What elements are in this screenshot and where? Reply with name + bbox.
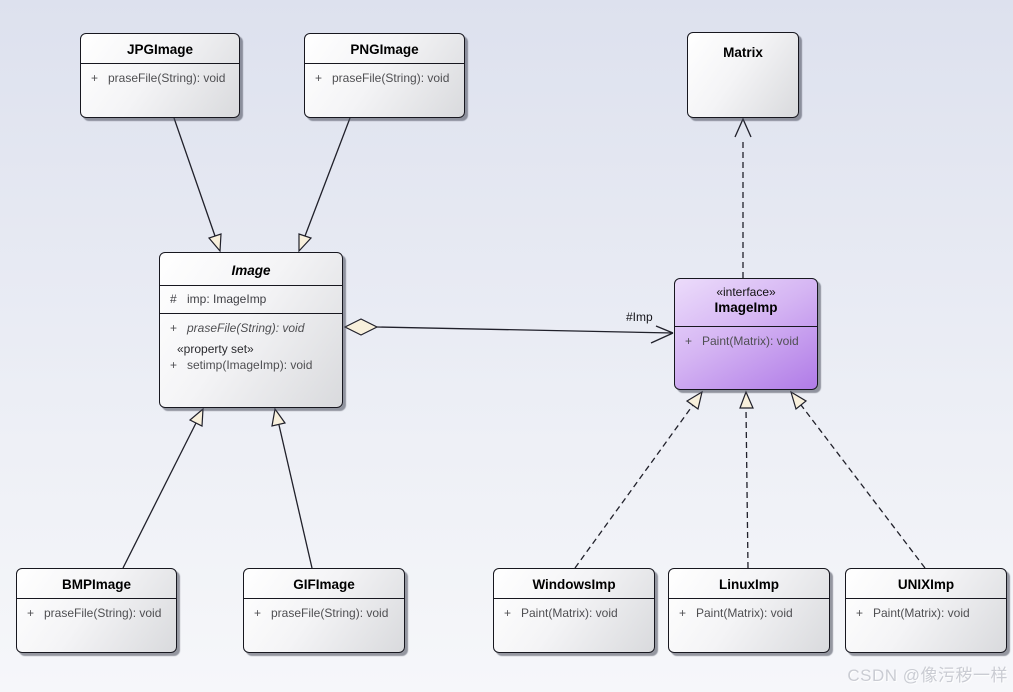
class-name: PNGImage [305, 34, 464, 64]
class-unixshimp: UNIXImp + Paint(Matrix): void [845, 568, 1007, 653]
aggregation-image-to-imageimp [343, 318, 674, 344]
operation: + Paint(Matrix): void [504, 606, 618, 620]
triangle-arrowhead [685, 390, 703, 411]
class-pngimage: PNGImage + praseFile(String): void [304, 33, 465, 118]
class-image: Image # imp: ImageImp + praseFile(String… [159, 252, 343, 408]
triangle-arrowhead [789, 390, 808, 411]
class-windowsimp: WindowsImp + Paint(Matrix): void [493, 568, 655, 653]
aggregation-role-label: #Imp [626, 310, 653, 324]
operation: + Paint(Matrix): void [679, 606, 793, 620]
operation: + Paint(Matrix): void [856, 606, 970, 620]
open-arrowhead [734, 117, 752, 138]
operation: + praseFile(String): void [315, 71, 450, 85]
class-name: WindowsImp [494, 569, 654, 599]
csdn-watermark: CSDN @像污秽一样 [847, 666, 1008, 685]
triangle-arrowhead [271, 407, 287, 427]
class-name: UNIXImp [846, 569, 1006, 599]
generalization-bmpimage-to-image [122, 407, 204, 569]
class-name: GIFImage [244, 569, 404, 599]
stereotype-label: «interface» [716, 285, 776, 299]
operation: + setimp(ImageImp): void [170, 358, 313, 372]
attribute-compartment: # imp: ImageImp [160, 286, 342, 314]
triangle-arrowhead [739, 390, 754, 409]
class-linuximp: LinuxImp + Paint(Matrix): void [668, 568, 830, 653]
class-jpgimage: JPGImage + praseFile(String): void [80, 33, 240, 118]
class-name: JPGImage [81, 34, 239, 64]
operation: + Paint(Matrix): void [685, 334, 799, 348]
class-name: Image [160, 253, 342, 286]
class-bmpimage: BMPImage + praseFile(String): void [16, 568, 177, 653]
class-name: LinuxImp [669, 569, 829, 599]
generalization-pngimage-to-image [298, 117, 351, 253]
open-arrowhead [655, 325, 674, 334]
interface-imageimp: «interface» ImageImp + Paint(Matrix): vo… [674, 278, 818, 390]
operation: + praseFile(String): void [254, 606, 389, 620]
class-name: BMPImage [17, 569, 176, 599]
class-name: «interface» ImageImp [675, 279, 817, 327]
triangle-arrowhead [298, 233, 313, 253]
generalization-jpgimage-to-image [173, 117, 222, 253]
operation: + praseFile(String): void [27, 606, 162, 620]
generalization-gifimage-to-image [271, 407, 313, 569]
realization-unixshimp-to-imageimp [789, 390, 926, 569]
operation: + praseFile(String): void [91, 71, 226, 85]
dependency-imageimp-to-matrix [734, 117, 752, 278]
realization-linuximp-to-imageimp [739, 390, 754, 569]
triangle-arrowhead [188, 407, 204, 427]
aggregation-diamond [343, 318, 379, 336]
realization-windowsimp-to-imageimp [574, 390, 703, 569]
triangle-arrowhead [207, 233, 222, 253]
attribute: # imp: ImageImp [170, 292, 267, 306]
operation-group-stereotype: «property set» [177, 342, 254, 356]
class-gifimage: GIFImage + praseFile(String): void [243, 568, 405, 653]
class-name: Matrix [723, 45, 763, 60]
operation: + praseFile(String): void [170, 321, 305, 335]
open-arrowhead [650, 332, 674, 344]
class-matrix: Matrix [687, 32, 799, 118]
